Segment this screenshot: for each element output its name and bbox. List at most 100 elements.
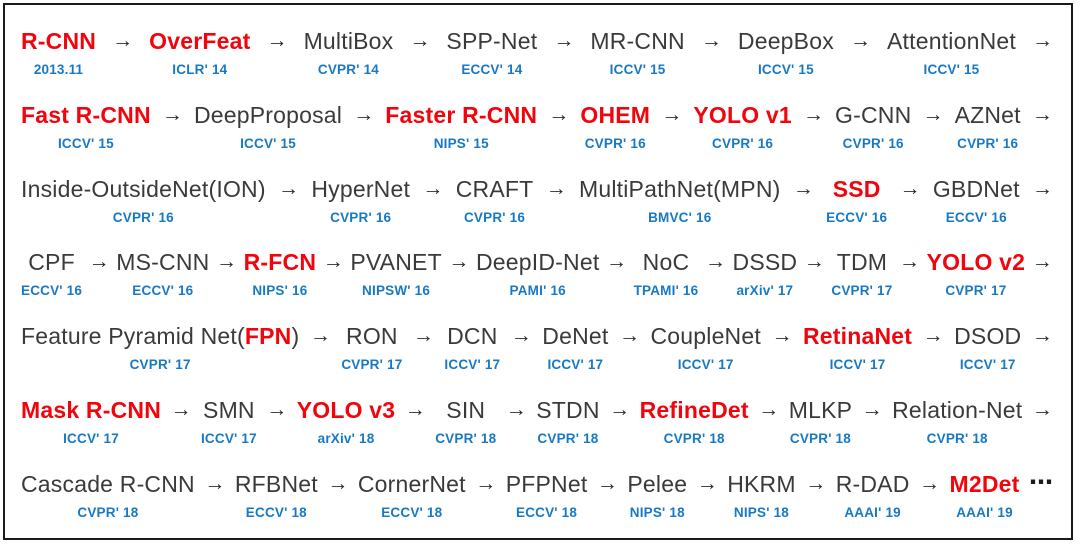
right-arrow-icon: → bbox=[661, 102, 683, 126]
right-arrow-icon: → bbox=[1031, 398, 1053, 422]
venue-label: arXiv' 18 bbox=[317, 431, 375, 447]
venue-label: CVPR' 16 bbox=[112, 209, 174, 225]
venue-label: ICCV' 17 bbox=[200, 431, 257, 447]
model-name: AZNet bbox=[954, 101, 1021, 128]
continuation-ellipsis-icon: ⋯ bbox=[1029, 468, 1053, 496]
venue-label: ECCV' 14 bbox=[461, 61, 523, 77]
model-node: CRAFT CVPR' 16 bbox=[456, 175, 534, 225]
model-name: RefineDet bbox=[639, 397, 749, 424]
right-arrow-icon: → bbox=[88, 250, 110, 274]
right-arrow-icon: → bbox=[922, 102, 944, 126]
model-node: DSOD ICCV' 17 bbox=[954, 322, 1021, 372]
venue-label: 2013.11 bbox=[33, 61, 84, 77]
venue-label: NIPS' 18 bbox=[733, 504, 789, 520]
model-name: GBDNet bbox=[932, 175, 1020, 202]
venue-label: CVPR' 16 bbox=[842, 135, 904, 151]
model-name: M2Det bbox=[949, 470, 1020, 497]
model-name: DeepID-Net bbox=[475, 249, 600, 276]
venue-label: NIPS' 18 bbox=[629, 504, 685, 520]
venue-label: TPAMI' 16 bbox=[633, 283, 699, 299]
right-arrow-icon: → bbox=[802, 102, 824, 126]
right-arrow-icon: → bbox=[1032, 176, 1053, 200]
venue-label: CVPR' 17 bbox=[341, 357, 403, 373]
model-name: OHEM bbox=[580, 101, 651, 128]
model-node: YOLO v3 arXiv' 18 bbox=[297, 396, 396, 446]
right-arrow-icon: → bbox=[404, 398, 426, 422]
model-name: YOLO v3 bbox=[296, 397, 396, 424]
right-arrow-icon: → bbox=[758, 398, 780, 422]
venue-label: NIPS' 15 bbox=[433, 135, 489, 151]
right-arrow-icon: → bbox=[919, 471, 941, 495]
venue-label: ICCV' 17 bbox=[63, 431, 119, 447]
model-name: R-FCN bbox=[243, 249, 317, 276]
right-arrow-icon: → bbox=[510, 324, 532, 348]
right-arrow-icon: → bbox=[548, 102, 570, 126]
venue-label: NIPS' 16 bbox=[252, 283, 308, 299]
right-arrow-icon: → bbox=[412, 324, 434, 348]
model-name: SMN bbox=[203, 397, 255, 424]
venue-label: ICCV' 15 bbox=[57, 135, 114, 151]
model-name-segment: ) bbox=[291, 323, 300, 350]
model-name: R-DAD bbox=[835, 470, 910, 497]
model-name: SPP-Net bbox=[446, 27, 538, 54]
venue-label: ICCV' 17 bbox=[547, 357, 604, 373]
right-arrow-icon: → bbox=[266, 28, 288, 52]
model-name: CPF bbox=[28, 249, 75, 276]
right-arrow-icon: → bbox=[309, 324, 331, 348]
model-name: PVANET bbox=[350, 249, 442, 276]
model-node: MultiPathNet(MPN)BMVC' 16 bbox=[579, 175, 781, 225]
venue-label: ECCV' 18 bbox=[381, 504, 443, 520]
right-arrow-icon: → bbox=[422, 176, 444, 200]
venue-label: ECCV' 18 bbox=[516, 504, 578, 520]
right-arrow-icon: → bbox=[922, 324, 944, 348]
model-name: DSOD bbox=[954, 323, 1022, 350]
model-name: MS-CNN bbox=[116, 249, 210, 276]
right-arrow-icon: → bbox=[771, 324, 793, 348]
venue-label: CVPR' 16 bbox=[330, 209, 392, 225]
model-name: OverFeat bbox=[149, 27, 251, 54]
venue-label: ICLR' 14 bbox=[172, 61, 228, 77]
venue-label: ICCV' 15 bbox=[240, 135, 296, 151]
venue-label: CVPR' 17 bbox=[129, 357, 191, 373]
model-name: CRAFT bbox=[455, 175, 534, 202]
model-name: STDN bbox=[536, 397, 600, 424]
model-name: TDM bbox=[836, 249, 888, 276]
venue-label: PAMI' 16 bbox=[509, 283, 566, 299]
right-arrow-icon: → bbox=[899, 250, 921, 274]
venue-label: ICCV' 17 bbox=[959, 357, 1016, 373]
model-name: CoupleNet bbox=[650, 323, 761, 350]
venue-label: CVPR' 16 bbox=[463, 209, 526, 225]
venue-label: CVPR' 16 bbox=[712, 135, 774, 151]
model-name: RFBNet bbox=[234, 470, 318, 497]
right-arrow-icon: → bbox=[475, 471, 497, 495]
model-name: SIN bbox=[446, 397, 486, 424]
right-arrow-icon: → bbox=[805, 471, 827, 495]
venue-label: ECCV' 16 bbox=[21, 283, 83, 299]
venue-label: ICCV' 15 bbox=[923, 61, 980, 77]
venue-label: NIPSW' 16 bbox=[362, 283, 431, 299]
venue-label: ECCV' 18 bbox=[245, 504, 307, 520]
